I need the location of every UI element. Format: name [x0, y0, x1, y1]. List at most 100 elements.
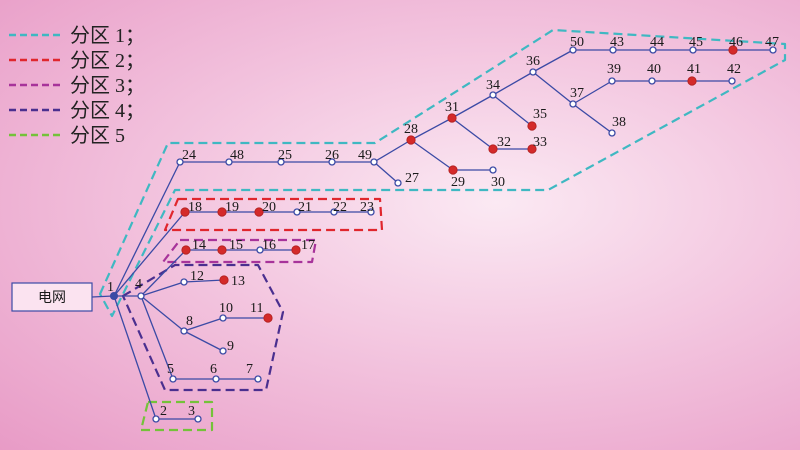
edge-8-10 [183, 317, 224, 332]
node-label-22: 22 [333, 200, 347, 215]
node-label-20: 20 [262, 200, 276, 215]
node-label-31: 31 [445, 100, 459, 115]
node-39 [608, 77, 616, 85]
legend-label-3: 分区 3； [70, 74, 145, 97]
node-38 [608, 129, 616, 137]
node-20 [254, 207, 264, 217]
node-label-1: 1 [107, 280, 114, 295]
node-label-47: 47 [765, 35, 779, 50]
node-label-39: 39 [607, 62, 621, 77]
node-24 [176, 158, 184, 166]
node-label-2: 2 [160, 404, 167, 419]
node-36 [529, 68, 537, 76]
zone-3-outline [161, 238, 318, 264]
node-label-29: 29 [451, 175, 465, 190]
edge-37-39 [572, 80, 613, 105]
node-label-40: 40 [647, 62, 661, 77]
node-label-11: 11 [250, 301, 263, 316]
edge-49-27 [373, 161, 399, 184]
node-label-18: 18 [188, 200, 202, 215]
node-19 [217, 207, 227, 217]
node-31 [447, 113, 457, 123]
nodes [109, 45, 777, 423]
node-5 [169, 375, 177, 383]
zone-outlines [98, 28, 787, 432]
legend-label-5: 分区 5 [70, 124, 125, 147]
edge-34-35 [492, 94, 533, 127]
node-47 [769, 46, 777, 54]
node-37 [569, 100, 577, 108]
node-label-42: 42 [727, 62, 741, 77]
edge-4-14 [140, 249, 187, 297]
node-33 [527, 144, 537, 154]
grid-connector [91, 295, 114, 298]
node-label-33: 33 [533, 135, 547, 150]
node-45 [689, 46, 697, 54]
node-label-8: 8 [186, 314, 193, 329]
node-41 [687, 76, 697, 86]
node-9 [219, 347, 227, 355]
edge-8-9 [183, 330, 224, 352]
node-30 [489, 166, 497, 174]
node-label-3: 3 [188, 404, 195, 419]
node-48 [225, 158, 233, 166]
node-label-16: 16 [262, 238, 276, 253]
edge-28-31 [410, 117, 453, 141]
node-label-19: 19 [225, 200, 239, 215]
edge-31-34 [451, 94, 494, 119]
node-32 [488, 144, 498, 154]
node-15 [217, 245, 227, 255]
legend-label-4: 分区 4； [70, 99, 145, 122]
node-2 [152, 415, 160, 423]
zone-4-outline [121, 263, 285, 392]
edge-31-32 [451, 117, 494, 150]
node-17 [291, 245, 301, 255]
node-4 [137, 292, 145, 300]
node-label-37: 37 [570, 86, 584, 101]
node-6 [212, 375, 220, 383]
node-43 [609, 46, 617, 54]
node-26 [328, 158, 336, 166]
node-34 [489, 91, 497, 99]
edge-12-13 [183, 279, 225, 283]
edge-36-37 [532, 71, 574, 105]
node-label-6: 6 [210, 362, 217, 377]
node-label-21: 21 [298, 200, 312, 215]
node-label-23: 23 [360, 200, 374, 215]
node-label-35: 35 [533, 107, 547, 122]
node-50 [569, 46, 577, 54]
legend-label-1: 分区 1； [70, 24, 145, 47]
zone-1-outline [98, 28, 787, 318]
node-label-45: 45 [689, 35, 703, 50]
node-label-28: 28 [404, 122, 418, 137]
node-label-41: 41 [687, 62, 701, 77]
grid-box [11, 282, 93, 312]
legend-label-2: 分区 2； [70, 49, 145, 72]
edge-4-12 [140, 281, 185, 297]
node-label-38: 38 [612, 115, 626, 130]
node-label-14: 14 [192, 238, 206, 253]
node-16 [256, 246, 264, 254]
zone-5-outline [139, 400, 214, 432]
edge-37-38 [572, 103, 613, 134]
edge-4-5 [140, 295, 174, 380]
node-label-7: 7 [246, 362, 253, 377]
node-29 [448, 165, 458, 175]
node-14 [181, 245, 191, 255]
node-13 [219, 275, 229, 285]
node-label-49: 49 [358, 148, 372, 163]
node-21 [293, 208, 301, 216]
node-label-27: 27 [405, 171, 419, 186]
edge-36-50 [532, 49, 574, 73]
node-27 [394, 179, 402, 187]
node-label-46: 46 [729, 35, 743, 50]
node-label-17: 17 [301, 238, 315, 253]
node-18 [180, 207, 190, 217]
edge-1-18 [113, 211, 186, 297]
node-44 [649, 46, 657, 54]
node-42 [728, 77, 736, 85]
node-label-25: 25 [278, 148, 292, 163]
node-label-15: 15 [229, 238, 243, 253]
node-8 [180, 327, 188, 335]
